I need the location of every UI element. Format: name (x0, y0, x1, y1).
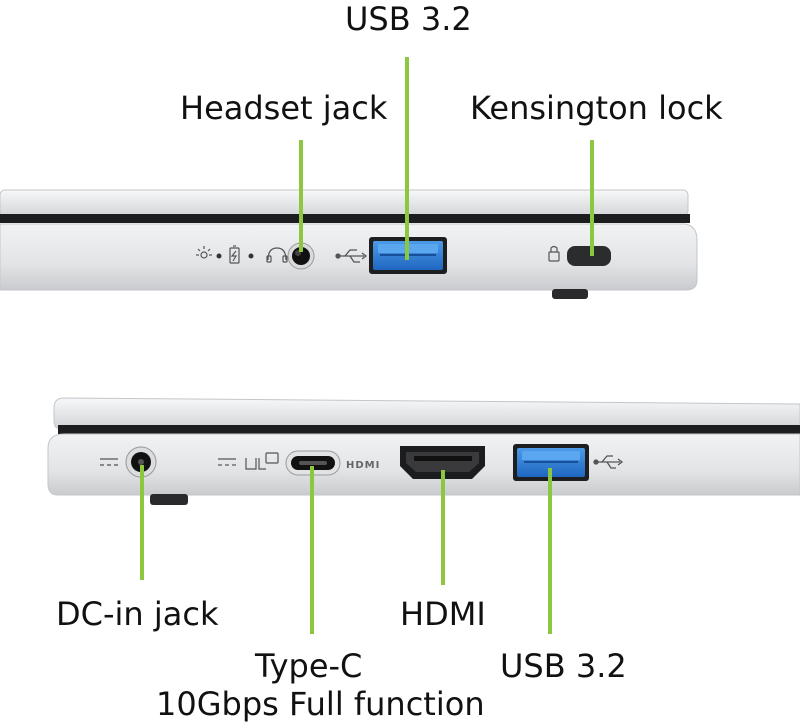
lid-bottom (53, 397, 800, 429)
leader-line-usb-bottom (548, 468, 552, 634)
usb-c-port (285, 450, 341, 476)
bezel-gap (0, 214, 690, 223)
foot (552, 289, 588, 299)
label-type-c: Type-C (255, 647, 363, 685)
usb-icon (335, 249, 368, 263)
kensington-slot (567, 246, 611, 266)
usb-a-port-bottom (513, 444, 589, 481)
lock-icon (548, 245, 560, 262)
dc-in-port (125, 446, 157, 478)
usb-c-icon (218, 452, 279, 470)
leader-line-hdmi (441, 470, 445, 585)
foot-bottom (150, 494, 188, 505)
leader-line-headset (299, 140, 303, 252)
leader-line-type-c (310, 466, 314, 634)
label-kensington-lock: Kensington lock (470, 89, 723, 127)
headset-jack-port (287, 242, 315, 270)
label-type-c-speed: 10Gbps Full function (156, 685, 485, 723)
base (0, 223, 698, 291)
bottom-laptop: HDMI (47, 397, 800, 505)
dc-power-icon (100, 458, 118, 466)
usb-icon-bottom (593, 455, 624, 469)
leader-line-kensington (590, 140, 594, 256)
headset-icon (266, 247, 288, 263)
label-hdmi: HDMI (400, 595, 486, 633)
bezel-gap-bottom (58, 425, 800, 434)
power-led (216, 253, 222, 259)
battery-light-icon (229, 245, 240, 264)
leader-line-usb-top (405, 57, 409, 260)
lid (0, 189, 689, 217)
battery-led (248, 253, 254, 259)
label-usb-top: USB 3.2 (345, 0, 472, 38)
label-usb-bottom: USB 3.2 (500, 647, 627, 685)
hdmi-marking: HDMI (346, 460, 380, 471)
label-dc-in-jack: DC-in jack (56, 595, 219, 633)
hdmi-port (400, 446, 485, 479)
power-light-icon (196, 246, 212, 259)
leader-line-dc-in (140, 465, 144, 580)
label-headset-jack: Headset jack (180, 89, 388, 127)
